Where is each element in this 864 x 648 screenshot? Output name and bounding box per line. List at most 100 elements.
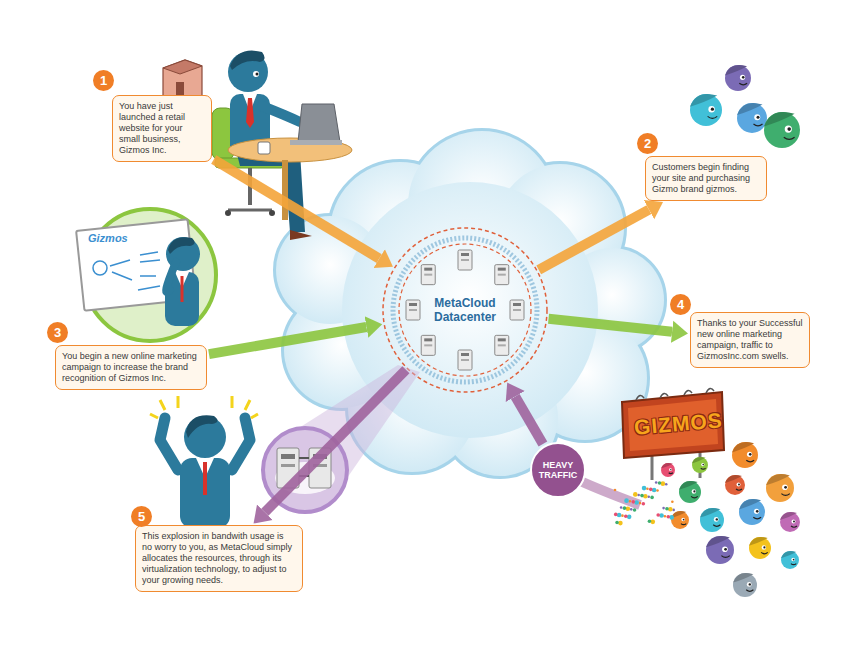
crowd xyxy=(679,481,701,503)
crowd xyxy=(651,520,656,525)
marketing-scene xyxy=(76,209,216,341)
billboard xyxy=(651,455,654,480)
magnifier xyxy=(299,457,309,459)
person-at-desk xyxy=(228,209,272,212)
crowd xyxy=(656,513,660,517)
flow-arrow xyxy=(214,159,379,258)
crowd xyxy=(652,488,657,493)
flow-arrow xyxy=(265,370,406,513)
person-at-desk xyxy=(290,140,342,145)
crowd xyxy=(747,452,752,457)
crowd xyxy=(659,513,664,518)
server-icon xyxy=(458,250,472,270)
crowd xyxy=(791,526,797,527)
crowd xyxy=(732,442,758,468)
flow-arrow xyxy=(515,396,543,444)
crowd xyxy=(700,508,720,518)
server-icon xyxy=(510,300,524,320)
crowd xyxy=(647,496,650,499)
crowd xyxy=(670,469,671,470)
callout-number: 1 xyxy=(93,70,114,91)
person-at-desk xyxy=(258,142,270,154)
customer-heads xyxy=(764,112,800,148)
customer-heads xyxy=(740,75,745,80)
crowd xyxy=(782,485,788,491)
crowd xyxy=(672,509,675,512)
crowd xyxy=(618,521,623,526)
crowd xyxy=(691,496,698,497)
node-text: Customers begin finding your site and pu… xyxy=(652,162,760,195)
crowd xyxy=(649,488,653,492)
person-at-desk xyxy=(230,51,265,70)
server-icon xyxy=(513,303,521,306)
customer-heads xyxy=(737,103,763,115)
person-at-desk xyxy=(269,210,275,216)
server-icon xyxy=(421,335,435,355)
node-text: This explosion in bandwith usage is no w… xyxy=(142,531,296,586)
crowd xyxy=(671,501,674,504)
crowd xyxy=(739,499,761,509)
marketing-scene xyxy=(166,262,176,292)
relaxed-person xyxy=(150,396,258,418)
customer-heads xyxy=(785,126,792,133)
person-at-desk xyxy=(212,51,352,240)
crowd xyxy=(781,494,789,496)
crowd xyxy=(617,513,622,518)
crowd xyxy=(665,507,669,511)
crowd xyxy=(733,573,757,597)
server-icon xyxy=(406,250,524,370)
crowd xyxy=(737,483,741,487)
callout-number: 4 xyxy=(670,294,691,315)
traffic-badge: HEAVY TRAFFIC xyxy=(530,442,586,498)
server-icon xyxy=(513,309,521,311)
relaxed-person xyxy=(184,416,226,458)
crowd xyxy=(666,515,670,519)
crowd xyxy=(656,489,659,492)
person-at-desk xyxy=(282,160,288,220)
crowd xyxy=(762,545,766,549)
server-icon xyxy=(421,335,435,355)
crowd xyxy=(706,536,734,564)
crowd xyxy=(681,518,685,522)
customer-heads xyxy=(725,65,751,91)
crowd xyxy=(661,481,666,486)
server-icon xyxy=(498,268,506,271)
customer-heads xyxy=(784,137,795,139)
relaxed-person xyxy=(232,418,250,470)
whiteboard-title: Gizmos xyxy=(88,232,128,244)
person-at-desk xyxy=(256,73,259,76)
crowd xyxy=(621,514,624,517)
customer-heads xyxy=(742,76,745,79)
crowd xyxy=(640,494,644,498)
billboard xyxy=(622,388,724,480)
flow-arrow xyxy=(209,327,366,354)
customer-heads xyxy=(690,65,800,148)
crowd xyxy=(791,564,796,565)
crowd xyxy=(692,489,696,493)
server-icon xyxy=(495,265,509,285)
crowd xyxy=(713,525,720,527)
crowd xyxy=(780,512,797,520)
relaxed-person xyxy=(160,418,178,470)
crowd xyxy=(749,537,771,559)
customer-heads xyxy=(754,124,763,126)
crowd xyxy=(661,463,675,477)
house-icon xyxy=(163,60,202,74)
relaxed-person xyxy=(150,396,258,528)
server-icon xyxy=(495,265,509,285)
marketing-scene xyxy=(110,252,160,290)
crowd xyxy=(784,486,787,489)
customer-heads xyxy=(711,108,714,111)
crowd xyxy=(749,453,752,456)
traffic-stream xyxy=(578,480,640,505)
server-icon xyxy=(424,344,432,346)
node-text: You begin a new online marketing campaig… xyxy=(62,351,200,384)
flow-arrow xyxy=(539,210,649,270)
node-text: HEAVY TRAFFIC xyxy=(536,460,580,481)
crowd xyxy=(637,494,640,497)
customer-heads xyxy=(757,116,760,119)
customer-heads xyxy=(690,94,722,126)
crowd xyxy=(761,552,768,553)
server-icon xyxy=(461,253,469,256)
